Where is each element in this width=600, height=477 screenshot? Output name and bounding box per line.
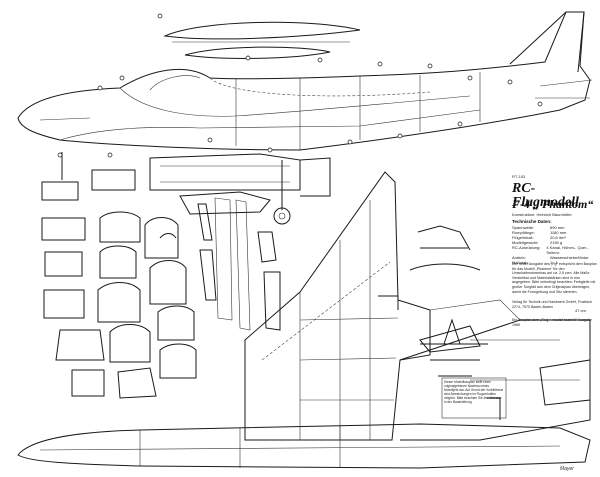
- detail-views: [409, 225, 501, 420]
- spec-value: 4 Kanal, Höhen-, Quer-, Seitenr.: [546, 245, 589, 255]
- spec-label: Rumpflänge:: [512, 230, 535, 235]
- landing-gear: [61, 152, 291, 225]
- dimension-label: 47 cm: [575, 308, 586, 313]
- spec-row: Maßstab: 1 : 1: [512, 260, 598, 265]
- spec-label: Flügelinhalt:: [512, 235, 534, 240]
- spec-label: Maßstab:: [512, 260, 529, 265]
- spec-label: Spannweite:: [512, 225, 535, 230]
- spec-row: RC-Ausrüstung: 4 Kanal, Höhen-, Quer-, Se…: [512, 245, 598, 255]
- specs-heading: Technische Daten:: [512, 219, 552, 224]
- tail-surfaces: [378, 295, 481, 353]
- model-title: RC-Flugmodell: [512, 181, 579, 210]
- sheet-number: RT-183: [512, 174, 526, 179]
- spec-row: Modellgewicht: 2150 g: [512, 240, 598, 245]
- designer-signature: Mayer: [560, 466, 574, 472]
- intake-parts: [149, 153, 331, 215]
- plan-reference: Ein Bauplan zum „Flug + modell-technik" …: [512, 318, 592, 327]
- spec-value: Wasserschiebe/Motor: [550, 255, 589, 260]
- model-subtitle: F-4 „ Phantom“: [512, 197, 594, 211]
- airfoil-sections: [163, 21, 361, 59]
- spec-label: RC-Ausrüstung:: [512, 245, 541, 250]
- spec-label: Modellgewicht:: [512, 240, 539, 245]
- spec-value: 690 mm: [550, 225, 565, 230]
- spec-row: Rumpflänge: 1180 mm: [512, 230, 598, 235]
- constructor-credit: Konstruktion: Heinrich Baumhöfer: [512, 212, 572, 217]
- spec-value: 20,6 dm²: [550, 235, 566, 240]
- spec-value: 2150 g: [550, 240, 563, 245]
- spec-row: Spannweite: 690 mm: [512, 225, 598, 230]
- part-callouts: [57, 13, 543, 158]
- specs-table: Spannweite: 690 mm Rumpflänge: 1180 mm Flü…: [512, 225, 598, 265]
- formers-group: [41, 169, 281, 399]
- construction-notes: Der neuer Ausgabe des „Fly" entspricht d…: [512, 262, 597, 294]
- spec-label: Antrieb:: [512, 255, 526, 260]
- fuselage-plan-view: [17, 423, 591, 469]
- fuselage-side-view: [17, 11, 593, 151]
- bottom-note: Dieser Modellbauplan stellt einen origin…: [444, 380, 504, 404]
- spec-row: Antrieb: Wasserschiebe/Motor: [512, 255, 598, 260]
- publisher-info: Verlag für Technik und Handwerk GmbH, Po…: [512, 300, 593, 309]
- spec-value: 1180 mm: [550, 230, 567, 235]
- spec-value: 1 : 1: [550, 260, 558, 265]
- notes-frame: [441, 377, 507, 419]
- spec-row: Flügelinhalt: 20,6 dm²: [512, 235, 598, 240]
